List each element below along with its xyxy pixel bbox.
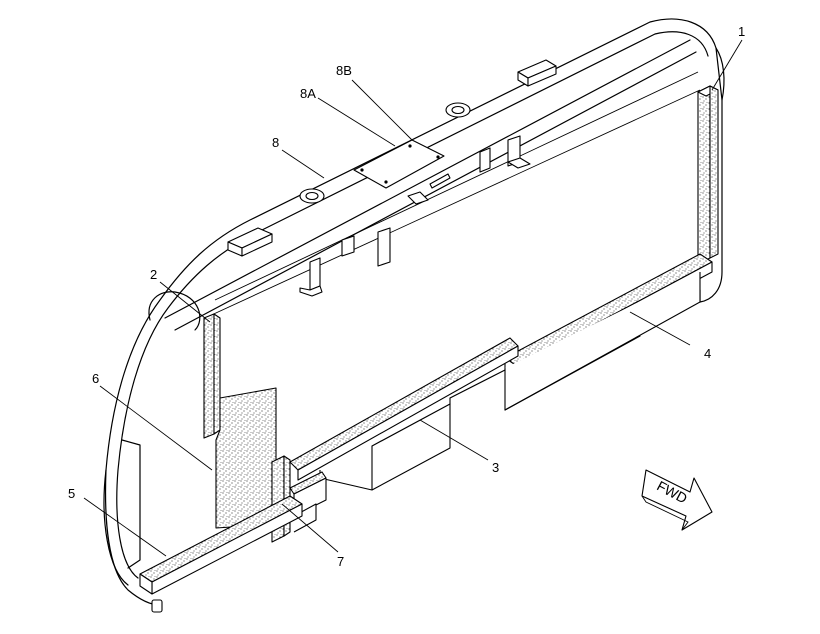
callout-7: 7 (337, 554, 344, 569)
leader-lines (83, 39, 743, 557)
foam-strip-left-vertical (203, 313, 221, 439)
foam-pad-center (215, 387, 277, 529)
foam-strip-center-lower (289, 337, 519, 491)
callout-labels: 1 2 3 4 5 6 7 8 8A 8B (68, 24, 745, 569)
callout-5: 5 (68, 486, 75, 501)
foam-strip-left-bottom (139, 495, 303, 595)
foam-strip-right-lower (504, 253, 713, 411)
callout-4: 4 (704, 346, 711, 361)
top-rail-fittings (227, 59, 557, 257)
callout-6: 6 (92, 371, 99, 386)
callout-1: 1 (738, 24, 745, 39)
inner-panel-face (204, 71, 701, 319)
outer-shell (103, 18, 725, 613)
callout-2: 2 (150, 267, 157, 282)
forward-direction-arrow: FWD (641, 469, 713, 531)
callout-8B: 8B (336, 63, 352, 78)
cover-plate (353, 139, 445, 189)
foam-strip-right-vertical (697, 85, 719, 265)
callout-8A: 8A (300, 86, 316, 101)
callout-3: 3 (492, 460, 499, 475)
callout-8: 8 (272, 135, 279, 150)
mounting-brackets (299, 135, 531, 297)
